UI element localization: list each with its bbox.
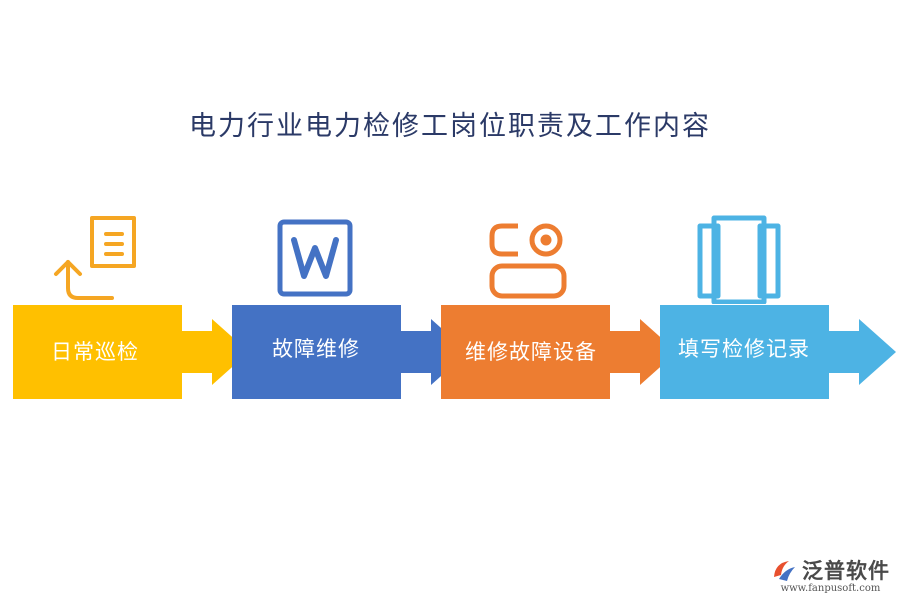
step-arrow-shape [13, 305, 249, 399]
step-fill-records: 填写检修记录 [660, 305, 900, 399]
step-label: 维修故障设备 [465, 340, 597, 364]
step-arrow-shape [232, 305, 468, 399]
logo-name: 泛普软件 [802, 559, 890, 583]
step-fault-repair: 故障维修 [232, 305, 472, 399]
step-arrow-shape [441, 305, 677, 399]
panels-icon [697, 215, 781, 304]
brand-logo: 泛普软件 www.fanpusoft.com [771, 555, 890, 594]
step-label: 填写检修记录 [678, 337, 810, 361]
upload-document-icon [54, 216, 136, 300]
word-document-icon [277, 219, 353, 297]
diagram-title: 电力行业电力检修工岗位职责及工作内容 [189, 111, 711, 142]
fanpu-logo-icon [773, 561, 795, 581]
step-repair-equipment: 维修故障设备 [441, 305, 681, 399]
toggle-settings-icon [489, 223, 567, 299]
step-label: 日常巡检 [51, 340, 139, 364]
step-daily-inspection: 日常巡检 [13, 305, 253, 399]
step-arrow-shape [660, 305, 896, 399]
step-label: 故障维修 [272, 337, 360, 361]
logo-url: www.fanpusoft.com [780, 583, 881, 594]
